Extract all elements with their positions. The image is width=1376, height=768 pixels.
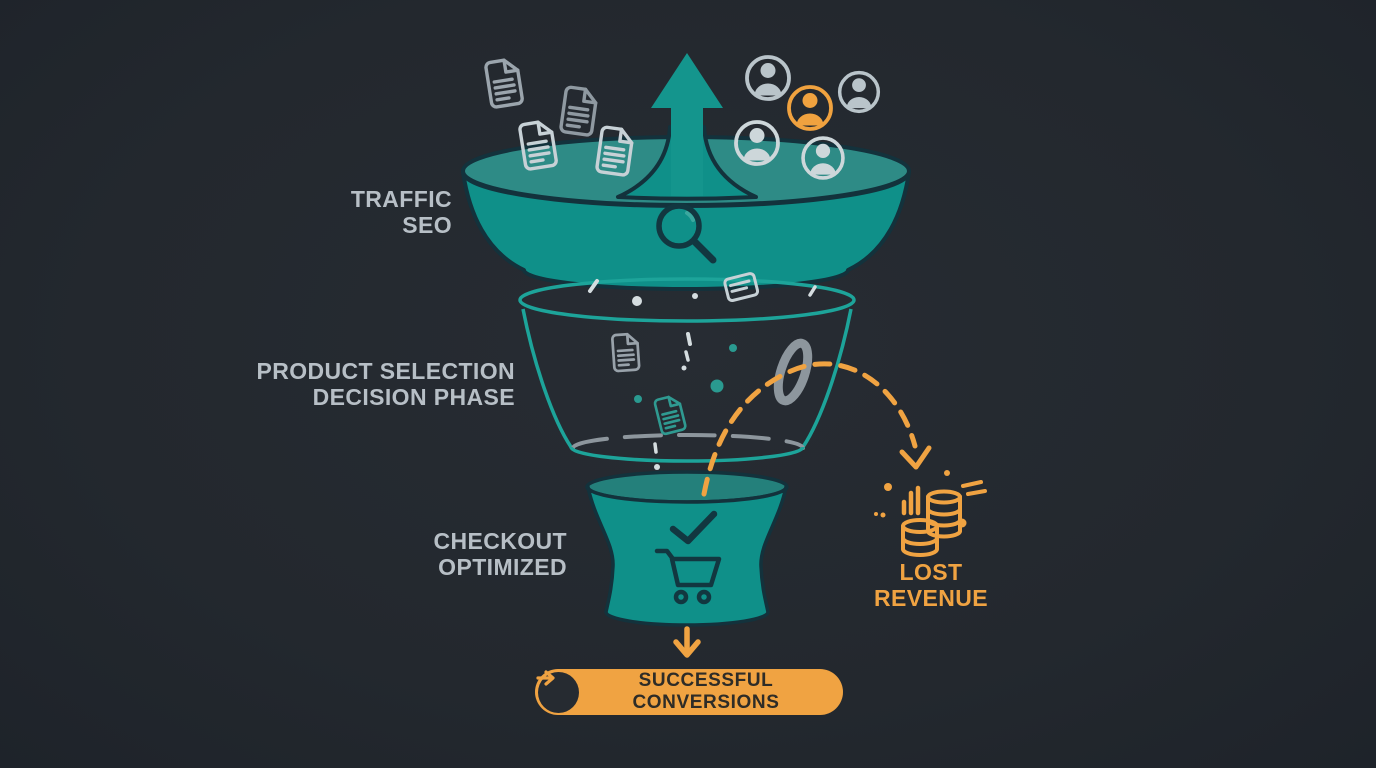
dashed-curve-arrow [701, 361, 932, 497]
stage-label-line: CHECKOUT [433, 528, 567, 554]
funnel-stage-checkout [585, 470, 789, 627]
successful-conversions-button[interactable]: SUCCESSFUL CONVERSIONS [535, 669, 843, 715]
check-icon [669, 510, 718, 545]
stage-label-traffic: TRAFFIC SEO [0, 186, 452, 238]
cup-body [586, 485, 788, 627]
document-icon [652, 393, 688, 436]
document-icon [483, 56, 525, 110]
funnel-top-body [461, 170, 911, 291]
user-avatar-icon [745, 55, 791, 101]
funnel-stage-traffic [461, 53, 911, 291]
mid-funnel-walls [521, 308, 853, 448]
document-icon [723, 272, 760, 302]
particles [588, 279, 817, 306]
lost-revenue-label: LOST REVENUE [848, 559, 1014, 611]
stage-label-line: SEO [402, 212, 452, 238]
funnel-stage-consideration [518, 272, 856, 493]
user-avatar-icon [837, 70, 881, 114]
mid-funnel-bottom-front [569, 446, 805, 463]
stage-label-line: OPTIMIZED [438, 554, 567, 580]
particles [634, 344, 737, 403]
lost-revenue-line: LOST [899, 559, 963, 585]
stage-label-line: DECISION PHASE [312, 384, 515, 410]
leak-hole-icon [773, 338, 813, 406]
mid-funnel-rim [518, 277, 856, 323]
coins-icon [874, 470, 987, 557]
stage-label-line: PRODUCT SELECTION [256, 358, 515, 384]
search-icon [656, 203, 717, 264]
lost-revenue-line: REVENUE [874, 585, 988, 611]
cart-icon [654, 548, 722, 605]
stage-label-checkout: CHECKOUT OPTIMIZED [0, 528, 567, 580]
document-icon [558, 84, 600, 138]
stage-label-consideration: PRODUCT SELECTION DECISION PHASE [0, 358, 515, 410]
stage-label-line: TRAFFIC [350, 186, 452, 212]
successful-conversions-label: SUCCESSFUL CONVERSIONS [632, 670, 780, 713]
user-avatar-icon-highlighted [787, 85, 833, 131]
arrow-right-icon [536, 670, 579, 713]
document-icon [610, 332, 641, 373]
down-arrow-icon [673, 626, 701, 658]
mid-funnel-bottom-back [571, 433, 805, 450]
arrow-up-icon [616, 53, 758, 201]
bar-chart-icon [901, 485, 921, 516]
